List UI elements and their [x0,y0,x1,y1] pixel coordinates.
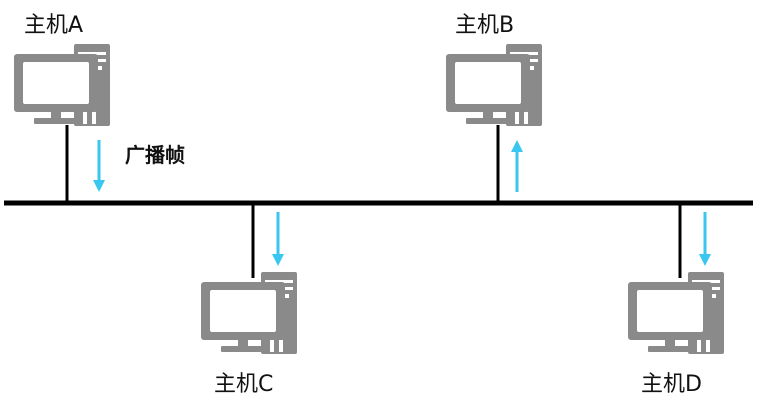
broadcast-frame-label: 广播帧 [125,143,185,167]
host-a-computer-icon [14,44,110,126]
host-a-label: 主机A [24,13,83,38]
arrow-up-b [511,140,523,192]
arrow-down-d [699,212,711,266]
arrow-down-c [272,212,284,266]
host-d-computer-icon [628,272,724,354]
arrow-down-a [93,140,105,192]
host-c-label: 主机C [214,372,273,397]
host-d-label: 主机D [641,372,702,397]
host-b-computer-icon [446,44,542,126]
host-b-label: 主机B [455,13,514,38]
host-c-computer-icon [201,272,297,354]
